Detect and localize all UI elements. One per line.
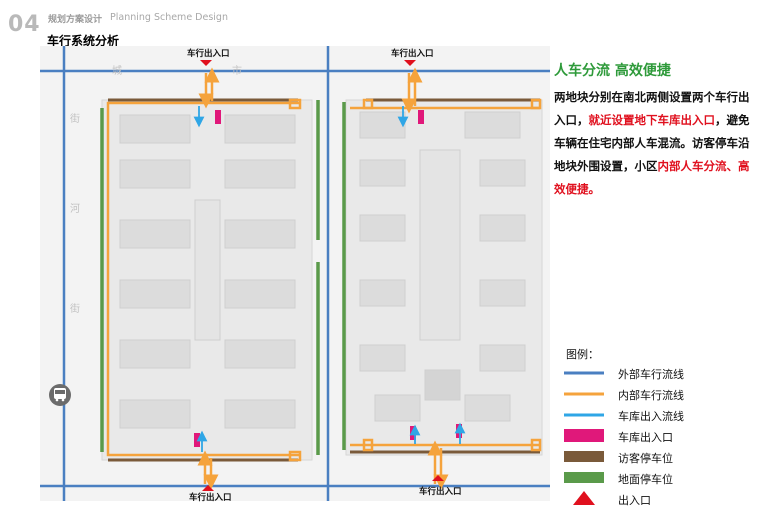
desc-text: 。 [589, 182, 601, 196]
legend-item: 车库出入口 [564, 425, 744, 446]
street-char: 街 [70, 112, 80, 125]
gate-label: 车行出入口 [419, 486, 462, 497]
legend-item: 内部车行流线 [564, 383, 744, 404]
legend-item: 地面停车位 [564, 467, 744, 488]
legend: 外部车行流线 内部车行流线 车库出入流线 车库出入口 访客停车位 地面停车位 出… [564, 362, 744, 509]
legend-item: 车库出入流线 [564, 404, 744, 425]
orange-line-icon [564, 383, 604, 404]
legend-item: 访客停车位 [564, 446, 744, 467]
legend-title: 图例： [566, 346, 599, 362]
gate-label: 车行出入口 [187, 48, 230, 59]
gate-label: 车行出入口 [189, 492, 232, 503]
legend-label: 外部车行流线 [618, 366, 684, 382]
legend-label: 车库出入口 [618, 429, 673, 445]
street-char: 市 [232, 64, 242, 77]
legend-label: 访客停车位 [618, 450, 673, 466]
street-char: 河 [70, 203, 80, 215]
magenta-rect-icon [564, 425, 604, 446]
cyan-arrow-line-icon [564, 404, 604, 425]
street-char: 街 [70, 302, 80, 315]
legend-item: 外部车行流线 [564, 362, 744, 383]
legend-label: 车库出入流线 [618, 408, 684, 424]
legend-label: 地面停车位 [618, 471, 673, 487]
legend-item: 出入口 [564, 488, 744, 509]
headline: 人车分流 高效便捷 [554, 60, 671, 80]
description: 两地块分别在南北两侧设置两个车行出入口，就近设置地下车库出入口，避免车辆在住宅内… [554, 86, 752, 201]
brown-bar-icon [564, 446, 604, 467]
bus-stop-icon [49, 384, 71, 406]
green-bar-icon [564, 467, 604, 488]
red-triangle-icon [564, 488, 604, 509]
gate-label: 车行出入口 [391, 48, 434, 59]
desc-highlight: 就近设置地下车库出入口 [589, 113, 716, 127]
street-char: 城 [112, 65, 122, 77]
legend-label: 出入口 [618, 492, 651, 508]
blue-line-icon [564, 362, 604, 383]
legend-label: 内部车行流线 [618, 387, 684, 403]
